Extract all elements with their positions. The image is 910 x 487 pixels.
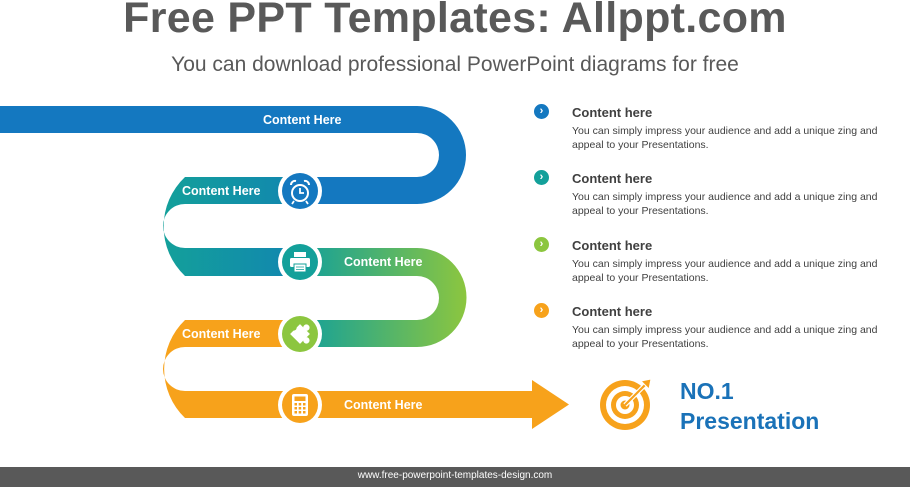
page-title: Free PPT Templates: Allppt.com <box>123 0 787 42</box>
calculator-icon <box>278 383 322 427</box>
road-label-4: Content Here <box>182 327 261 341</box>
footer-bar: www.free-powerpoint-templates-design.com <box>0 467 910 487</box>
road-label-3: Content Here <box>344 255 423 269</box>
item-body: You can simply impress your audience and… <box>572 191 878 217</box>
item-title: Content here <box>572 238 653 253</box>
road-segment-2 <box>163 177 300 276</box>
road-segment-3 <box>300 248 467 347</box>
road-segment-1 <box>0 106 466 204</box>
item-body: You can simply impress your audience and… <box>572 258 878 284</box>
chevron-right-icon: › <box>534 303 549 318</box>
item-body: You can simply impress your audience and… <box>572 324 878 350</box>
road-label-5: Content Here <box>344 398 423 412</box>
road-arrow <box>300 380 569 429</box>
item-title: Content here <box>572 304 653 319</box>
puzzle-icon <box>278 312 322 356</box>
chevron-right-icon: › <box>534 237 549 252</box>
target-icon <box>600 378 652 430</box>
chevron-right-icon: › <box>534 104 549 119</box>
item-title: Content here <box>572 171 653 186</box>
page-subtitle: You can download professional PowerPoint… <box>171 53 739 76</box>
road-label-2: Content Here <box>182 184 261 198</box>
alarm-clock-icon <box>278 169 322 213</box>
badge-line-2: Presentation <box>680 408 820 434</box>
badge-line-1: NO.1 <box>680 378 734 404</box>
road-label-1: Content Here <box>263 113 342 127</box>
item-title: Content here <box>572 105 653 120</box>
road-segment-4 <box>163 320 300 418</box>
item-body: You can simply impress your audience and… <box>572 125 878 151</box>
chevron-right-icon: › <box>534 170 549 185</box>
printer-icon <box>278 240 322 284</box>
footer-link[interactable]: www.free-powerpoint-templates-design.com <box>357 470 553 481</box>
no1-badge: NO.1 Presentation <box>680 376 819 436</box>
